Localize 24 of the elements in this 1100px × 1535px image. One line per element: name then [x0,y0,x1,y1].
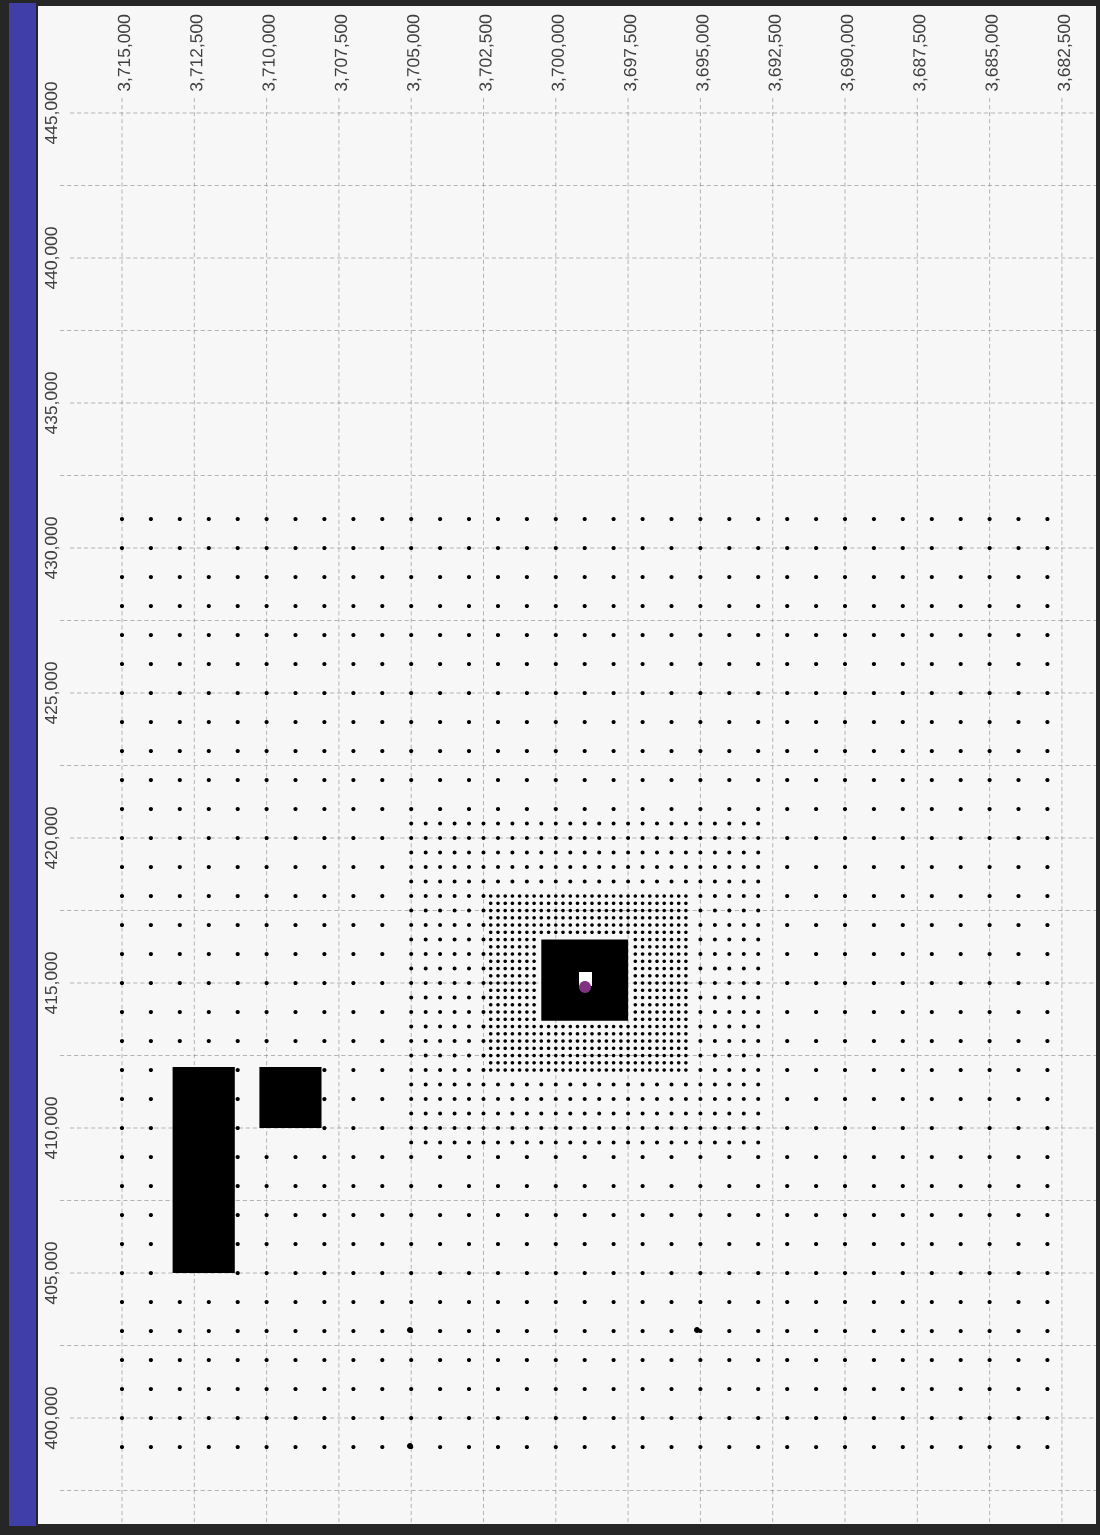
tick-label: 3,687,500 [913,14,928,92]
tick-label: 410,000 [44,1097,60,1160]
tick-label: 3,685,000 [985,14,1000,92]
tick-label: 400,000 [44,1387,60,1450]
tick-label: 3,695,000 [696,14,711,92]
tick-label: 3,700,000 [551,14,566,92]
tick-label: 3,710,000 [262,14,277,92]
tick-label: 435,000 [44,372,60,435]
tick-label: 3,712,500 [190,14,205,92]
tick-label: 415,000 [44,952,60,1015]
tick-label: 405,000 [44,1242,60,1305]
tick-label: 445,000 [44,82,60,145]
tick-label: 420,000 [44,807,60,870]
tick-label: 425,000 [44,662,60,725]
tick-label: 3,690,000 [840,14,856,92]
tick-label: 430,000 [44,517,60,580]
tick-label: 440,000 [44,227,60,290]
tick-label: 3,705,000 [407,14,422,92]
tick-label: 3,702,500 [479,14,494,92]
tick-label: 3,707,500 [334,14,350,92]
tick-label: 3,682,500 [1057,14,1073,92]
tick-label: 3,692,500 [768,14,783,92]
tick-label: 3,715,000 [117,14,133,92]
tick-label: 3,697,500 [623,14,639,92]
